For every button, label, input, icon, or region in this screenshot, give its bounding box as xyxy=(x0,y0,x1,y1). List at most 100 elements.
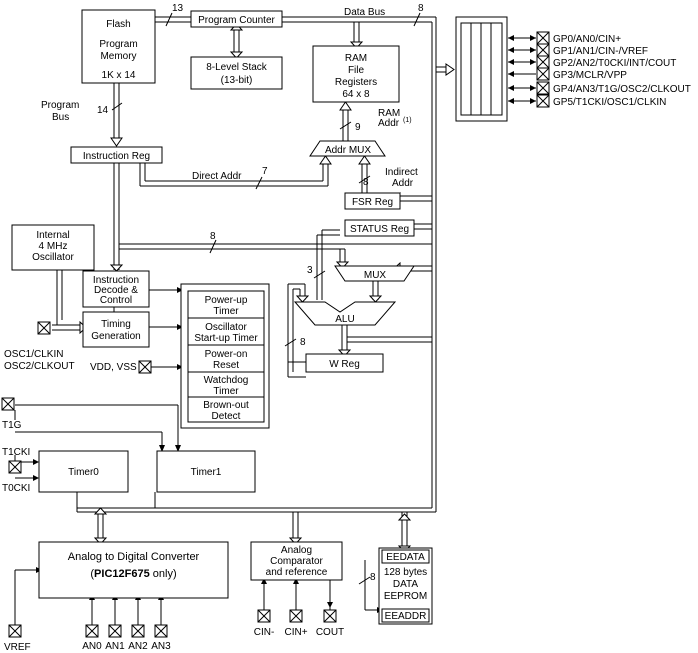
w-reg: W Reg xyxy=(305,353,384,373)
status-mux-width: 3 xyxy=(307,265,313,276)
ram-addr-label: RAM xyxy=(378,108,400,119)
addr-mux: Addr MUX xyxy=(309,140,386,157)
internal-oscillator: Internal 4 MHz Oscillator xyxy=(11,224,95,271)
status-reg: STATUS Reg xyxy=(344,219,415,237)
svg-text:(PIC12F675 only): (PIC12F675 only) xyxy=(90,568,176,580)
svg-text:Addr: Addr xyxy=(392,178,414,189)
stack-block: 8-Level Stack (13-bit) xyxy=(190,56,283,90)
instruction-decode: Instruction Decode & Control xyxy=(82,270,150,308)
gpio-pin-3: GP3/MCLR/VPP xyxy=(536,67,627,81)
svg-text:EEDATA: EEDATA xyxy=(386,552,425,563)
brown-out-detect: Brown-out xyxy=(203,400,249,411)
bus-wiring xyxy=(14,16,536,625)
oscillator-startup-timer: Oscillator xyxy=(205,322,247,333)
gpio-pin-1-label: GP1/AN1/CIN-/VREF xyxy=(553,46,648,57)
svg-text:Analog to Digital Converter: Analog to Digital Converter xyxy=(68,551,200,563)
power-on-reset: Power-on xyxy=(205,349,248,360)
program-counter: Program Counter xyxy=(190,10,283,28)
cin-minus-label: CIN- xyxy=(254,627,275,638)
data-eeprom: EEDATA 128 bytes DATA EEPROM EEADDR xyxy=(378,547,433,625)
gpio-pin-5-label: GP5/T1CKI/OSC1/CLKIN xyxy=(553,97,666,108)
svg-text:RAM: RAM xyxy=(345,53,367,64)
eeprom-bus-width: 8 xyxy=(370,572,376,583)
svg-text:Detect: Detect xyxy=(212,411,241,422)
gpio-pin-0: GP0/AN0/CIN+ xyxy=(536,31,621,45)
power-up-timer: Power-up xyxy=(205,295,248,306)
t0cki-label: T0CKI xyxy=(2,483,30,494)
flash-program-memory: Flash Program Memory 1K x 14 xyxy=(81,9,156,84)
direct-addr-width: 7 xyxy=(262,166,268,177)
bus-width-ticks xyxy=(111,12,421,585)
program-bus-width: 14 xyxy=(97,105,109,116)
external-pins xyxy=(1,321,337,638)
ram-file-registers: RAM File Registers 64 x 8 xyxy=(312,45,400,103)
w-reg-bus-width: 8 xyxy=(300,337,306,348)
svg-text:Analog: Analog xyxy=(281,545,312,556)
svg-text:(1): (1) xyxy=(403,117,412,124)
gpio-pin-1: GP1/AN1/CIN-/VREF xyxy=(536,43,648,57)
svg-text:Registers: Registers xyxy=(335,77,377,88)
vref-label: VREF xyxy=(4,642,31,653)
svg-text:Timer: Timer xyxy=(213,386,239,397)
svg-text:Addr: Addr xyxy=(378,118,400,129)
cout-label: COUT xyxy=(316,627,344,638)
analog-comparator: Analog Comparator and reference xyxy=(250,541,343,581)
svg-text:4 MHz: 4 MHz xyxy=(39,241,68,252)
svg-text:Instruction: Instruction xyxy=(93,275,139,286)
svg-text:FSR Reg: FSR Reg xyxy=(352,197,393,208)
svg-text:64 x 8: 64 x 8 xyxy=(342,89,370,100)
flash-size: 1K x 14 xyxy=(102,70,136,81)
svg-text:W Reg: W Reg xyxy=(329,359,360,370)
diagram-labels: 13 Data Bus 8 Program Bus 14 9 RAM Addr … xyxy=(2,3,424,653)
flash-line2: Memory xyxy=(100,51,136,62)
timing-generation: Timing Generation xyxy=(82,311,150,348)
gpio-pin-5: GP5/T1CKI/OSC1/CLKIN xyxy=(536,94,666,108)
t1cki-label: T1CKI xyxy=(2,447,30,458)
gpio-pin-4-label: GP4/AN3/T1G/OSC2/CLKOUT xyxy=(553,84,691,95)
svg-text:Bus: Bus xyxy=(52,112,69,123)
gpio-pin-4: GP4/AN3/T1G/OSC2/CLKOUT xyxy=(536,81,691,95)
flash-line1: Program xyxy=(99,39,137,50)
svg-text:Generation: Generation xyxy=(91,331,140,342)
an2-label: AN2 xyxy=(128,641,148,652)
vdd-vss-label: VDD, VSS xyxy=(90,362,137,373)
svg-text:128 bytes: 128 bytes xyxy=(384,567,427,578)
t1g-label: T1G xyxy=(2,420,22,431)
svg-text:(13-bit): (13-bit) xyxy=(221,75,253,86)
timer1: Timer1 xyxy=(156,450,256,493)
watchdog-timer: Watchdog xyxy=(204,375,249,386)
flash-title: Flash xyxy=(106,19,130,30)
fsr-reg: FSR Reg xyxy=(344,192,401,210)
svg-text:Timer1: Timer1 xyxy=(191,467,222,478)
ram-addr-width: 9 xyxy=(355,122,361,133)
gpio-pin-2-label: GP2/AN2/T0CKI/INT/COUT xyxy=(553,58,676,69)
svg-text:Reset: Reset xyxy=(213,360,239,371)
timer0: Timer0 xyxy=(38,450,129,493)
svg-text:File: File xyxy=(348,65,365,76)
svg-text:Control: Control xyxy=(100,295,132,306)
analog-to-digital-converter: Analog to Digital Converter (PIC12F675 o… xyxy=(38,541,229,599)
instruction-reg: Instruction Reg xyxy=(70,146,163,164)
an1-label: AN1 xyxy=(105,641,125,652)
gpio-pin-0-label: GP0/AN0/CIN+ xyxy=(553,34,621,45)
data-bus-label: Data Bus xyxy=(344,7,385,18)
mux: MUX xyxy=(334,265,415,282)
data-bus-width: 8 xyxy=(418,3,424,14)
gpio-pin-list: GP0/AN0/CIN+ GP1/AN1/CIN-/VREF GP2/AN2/T… xyxy=(536,31,691,108)
svg-text:DATA: DATA xyxy=(393,579,419,590)
svg-text:STATUS Reg: STATUS Reg xyxy=(350,224,409,235)
svg-text:Oscillator: Oscillator xyxy=(32,252,74,263)
adc-part-number: PIC12F675 xyxy=(94,568,150,580)
svg-text:8-Level Stack: 8-Level Stack xyxy=(206,62,268,73)
supervisor-group: Power-up Timer Oscillator Start-up Timer… xyxy=(180,283,270,429)
an3-label: AN3 xyxy=(151,641,171,652)
osc2-label: OSC2/CLKOUT xyxy=(4,361,75,372)
indirect-addr-label: Indirect xyxy=(385,167,418,178)
svg-text:Decode &: Decode & xyxy=(94,285,138,296)
cin-plus-label: CIN+ xyxy=(284,627,307,638)
svg-text:ALU: ALU xyxy=(335,314,354,325)
program-bus-label: Program xyxy=(41,100,79,111)
svg-text:Program Counter: Program Counter xyxy=(198,15,275,26)
svg-text:EEPROM: EEPROM xyxy=(384,591,427,602)
